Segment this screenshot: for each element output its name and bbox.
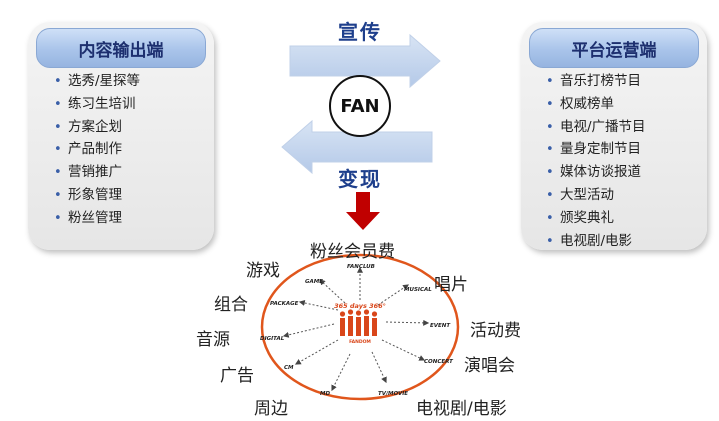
wheel-inner-tvmovie: TV/MOVIE: [378, 391, 408, 397]
wheel-center-fandom: FANDOM: [349, 339, 371, 345]
wheel-inner-package: PACKAGE: [270, 301, 299, 307]
wheel-outer-label: 游戏: [246, 261, 280, 281]
content-output-panel: 内容输出端 •选秀/星探等 •练习生培训 •方案企划 •产品制作 •营销推广 •…: [28, 22, 214, 250]
platform-operation-panel: 平台运营端 •音乐打榜节目 •权威榜单 •电视/广播节目 •量身定制节目 •媒体…: [521, 22, 707, 250]
wheel-inner-concert: CONCERT: [424, 359, 454, 365]
wheel-inner-md: MD: [320, 391, 330, 397]
list-item: •音乐打榜节目: [521, 70, 707, 93]
bullet-icon: •: [54, 119, 62, 135]
bullet-icon: •: [546, 187, 554, 203]
content-output-title: 内容输出端: [36, 28, 206, 68]
bullet-icon: •: [546, 233, 554, 249]
wheel-inner-digital: DIGITAL: [260, 336, 285, 342]
list-item: •练习生培训: [28, 93, 214, 116]
list-item: •颁奖典礼: [521, 207, 707, 230]
monetization-arrow: [281, 119, 433, 175]
wheel-inner-game: GAME: [305, 279, 323, 285]
wheel-center-caption: 365 days 366°: [334, 302, 386, 310]
promotion-label: 宣传: [338, 20, 382, 44]
wheel-outer-label: 组合: [214, 295, 248, 315]
wheel-spokes: [282, 266, 430, 392]
fandom-figures-icon: [339, 309, 378, 336]
down-arrow-icon: [346, 192, 380, 230]
list-item: •选秀/星探等: [28, 70, 214, 93]
bullet-icon: •: [546, 96, 554, 112]
wheel-inner-event: EVENT: [430, 323, 451, 329]
list-item: •量身定制节目: [521, 138, 707, 161]
bullet-icon: •: [54, 187, 62, 203]
wheel-outer-label: 周边: [254, 399, 288, 419]
wheel-inner-musical: MUSICAL: [404, 287, 432, 293]
wheel-outer-label: 活动费: [470, 321, 521, 341]
platform-operation-title: 平台运营端: [529, 28, 699, 68]
bullet-icon: •: [546, 142, 554, 158]
list-item: •粉丝管理: [28, 207, 214, 230]
bullet-icon: •: [546, 165, 554, 181]
fan-wheel-ring: [260, 253, 460, 401]
list-item: •权威榜单: [521, 93, 707, 116]
fan-circle: FAN: [329, 75, 391, 137]
list-item: •大型活动: [521, 184, 707, 207]
list-item: •媒体访谈报道: [521, 161, 707, 184]
list-item: •电视剧/电影: [521, 230, 707, 253]
bullet-icon: •: [546, 74, 554, 89]
list-item: •方案企划: [28, 116, 214, 139]
wheel-inner-cm: CM: [284, 365, 294, 371]
bullet-icon: •: [546, 210, 554, 226]
bullet-icon: •: [546, 119, 554, 135]
bullet-icon: •: [54, 210, 62, 226]
wheel-outer-label: 音源: [196, 330, 230, 350]
content-output-list: •选秀/星探等 •练习生培训 •方案企划 •产品制作 •营销推广 •形象管理 •…: [28, 70, 214, 230]
wheel-outer-label: 粉丝会员费: [310, 242, 395, 262]
bullet-icon: •: [54, 142, 62, 158]
wheel-outer-label: 电视剧/电影: [416, 399, 507, 419]
wheel-inner-fanclub: FANCLUB: [347, 264, 375, 270]
bullet-icon: •: [54, 165, 62, 181]
list-item: •电视/广播节目: [521, 116, 707, 139]
wheel-outer-label: 广告: [220, 366, 254, 386]
list-item: •营销推广: [28, 161, 214, 184]
bullet-icon: •: [54, 96, 62, 112]
platform-operation-list: •音乐打榜节目 •权威榜单 •电视/广播节目 •量身定制节目 •媒体访谈报道 •…: [521, 70, 707, 252]
promotion-arrow: [289, 33, 441, 89]
list-item: •产品制作: [28, 138, 214, 161]
wheel-outer-label: 演唱会: [464, 356, 515, 376]
bullet-icon: •: [54, 74, 62, 89]
list-item: •形象管理: [28, 184, 214, 207]
monetization-label: 变现: [338, 167, 382, 191]
wheel-outer-label: 唱片: [434, 275, 468, 295]
